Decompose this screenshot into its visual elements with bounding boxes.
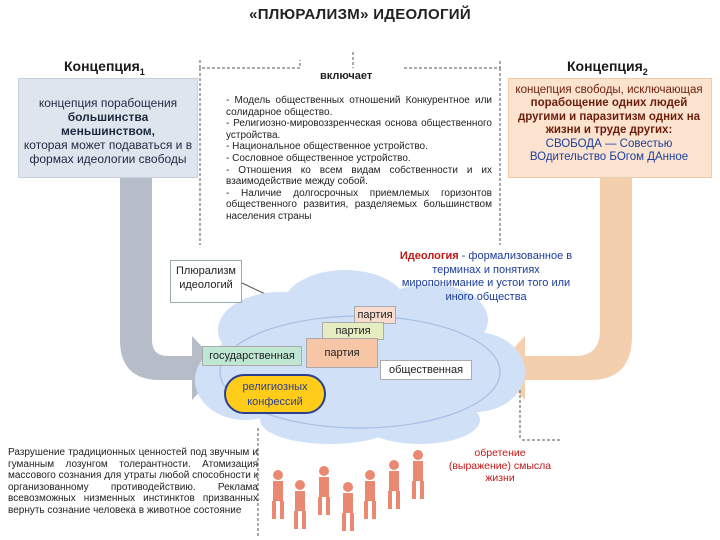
concept2-line: СВОБОДА — Совестью: [545, 137, 673, 150]
concept2-line: жизни и труде других:: [545, 124, 673, 137]
concept2-index: 2: [642, 66, 648, 77]
concept1-line: большинства меньшинством,: [61, 110, 155, 138]
found-line1: обретение: [474, 447, 526, 459]
concept2-box: [508, 78, 712, 178]
religious-line1: религиозных: [242, 381, 308, 393]
found-line2: (выражение) смысла: [448, 459, 552, 472]
religious-line2: конфессий: [247, 396, 303, 408]
concept2-line: другими и паразитизм одних на: [517, 110, 701, 123]
concept2-line: ВОдительство БОгом ДАнное: [529, 151, 689, 164]
concept2-line: концепция свободы, исключающая: [515, 84, 703, 96]
list-item: - Национальное общественное устройство.: [226, 141, 428, 153]
concept1-heading: Концепция1: [64, 58, 145, 77]
ideology-definition: Идеология - формализованное в терминах и…: [393, 250, 579, 304]
concept2-label: Концепция: [567, 58, 643, 74]
list-item: - Отношения ко всем видам собственности …: [226, 164, 492, 188]
concept1-label: Концепция: [64, 58, 140, 74]
list-item: - Наличие долгосрочных приемлемых горизо…: [226, 187, 492, 222]
religious-confessions-tag: религиозных конфессий: [224, 374, 326, 414]
includes-label: включает: [320, 70, 373, 82]
ideology-rest: - формализованное в терминах и понятиях …: [401, 250, 573, 303]
people-figures: [272, 450, 424, 531]
public-ideology-tag: общественная: [380, 360, 472, 380]
party-tag-bottom: партия: [306, 338, 378, 368]
destruction-paragraph: Разрушение традиционных ценностей под зв…: [8, 447, 258, 516]
concept2-line: порабощение одних людей: [530, 97, 688, 110]
concept1-line: концепция порабощения: [38, 96, 178, 110]
includes-list: - Модель общественных отношений Конкурен…: [226, 95, 492, 223]
pluralism-line2: идеологий: [179, 279, 233, 291]
party-tag-top: партия: [354, 306, 396, 324]
list-item: - Сословное общественное устройство.: [226, 152, 411, 164]
pluralism-box: Плюрализм идеологий: [170, 260, 242, 303]
ideology-term: Идеология: [399, 250, 459, 262]
right-flow-arrow: [495, 176, 632, 400]
page-title: «ПЛЮРАЛИЗМ» ИДЕОЛОГИЙ: [249, 6, 471, 23]
pluralism-line1: Плюрализм: [176, 265, 236, 277]
concept1-line: которая может подаваться и в: [23, 138, 193, 152]
left-flow-arrow: [120, 176, 222, 400]
concept1-line: формах идеологии свободы: [29, 152, 187, 166]
found-line3: жизни: [485, 472, 515, 484]
list-item: - Модель общественных отношений Конкурен…: [226, 95, 492, 118]
concept1-box: [18, 78, 198, 178]
concept1-text: концепция порабощения большинства меньши…: [22, 96, 194, 166]
concept2-heading: Концепция2: [567, 58, 648, 77]
includes-bracket: [199, 60, 301, 69]
concept1-index: 1: [139, 66, 145, 77]
concept2-text: концепция свободы, исключающая порабощен…: [510, 84, 708, 164]
list-item: - Религиозно-мировоззренческая основа об…: [226, 118, 492, 141]
state-ideology-tag: государственная: [202, 346, 302, 366]
includes-bracket-right: [404, 60, 501, 69]
found-meaning-text: обретение (выражение) смысла жизни: [440, 447, 560, 485]
